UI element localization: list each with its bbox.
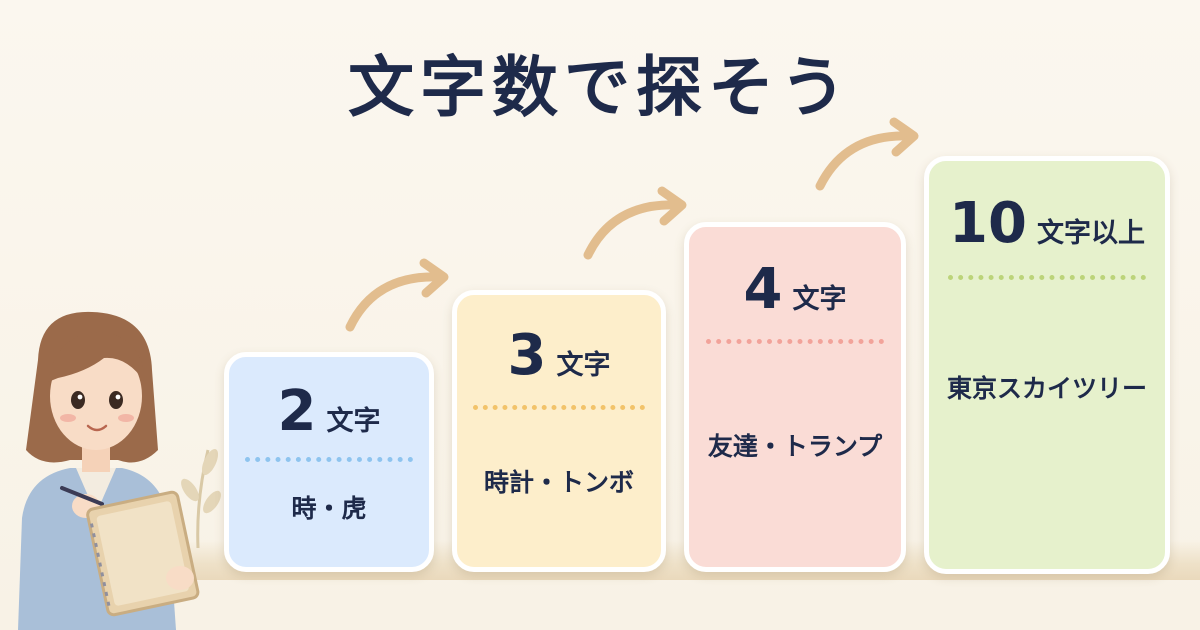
dotted-divider	[705, 339, 885, 344]
step-number: 3	[507, 323, 547, 388]
step-examples: 友達・トランプ	[707, 432, 883, 461]
curved-arrow-icon	[345, 258, 449, 332]
curved-arrow-icon	[583, 186, 687, 260]
step-examples: 時・虎	[291, 494, 367, 523]
leaf-sprig-icon	[181, 449, 221, 549]
step-heading: 3 文字	[457, 323, 661, 388]
dotted-divider	[947, 275, 1147, 280]
step-heading: 4 文字	[689, 257, 901, 322]
step-unit: 文字	[792, 284, 847, 315]
dotted-divider	[473, 405, 645, 410]
step-heading: 10 文字以上	[929, 191, 1165, 256]
woman-with-notebook-illustration	[18, 311, 200, 630]
step-number: 4	[743, 257, 783, 322]
step-heading: 2 文字	[229, 379, 429, 444]
page-title: 文字数で探そう	[348, 49, 852, 126]
step-examples: 東京スカイツリー	[946, 374, 1147, 403]
step-card-3-chars: 3 文字 時計・トンボ	[452, 290, 666, 572]
step-number: 10	[949, 191, 1027, 256]
step-card-4-chars: 4 文字 友達・トランプ	[684, 222, 906, 572]
step-examples: 時計・トンボ	[483, 468, 634, 497]
dotted-divider	[245, 457, 413, 462]
curved-arrow-icon	[815, 117, 919, 191]
step-number: 2	[277, 379, 317, 444]
step-card-2-chars: 2 文字 時・虎	[224, 352, 434, 572]
step-unit: 文字以上	[1036, 218, 1145, 249]
step-card-10-plus-chars: 10 文字以上 東京スカイツリー	[924, 156, 1170, 574]
step-unit: 文字	[326, 406, 381, 437]
step-unit: 文字	[556, 350, 611, 381]
